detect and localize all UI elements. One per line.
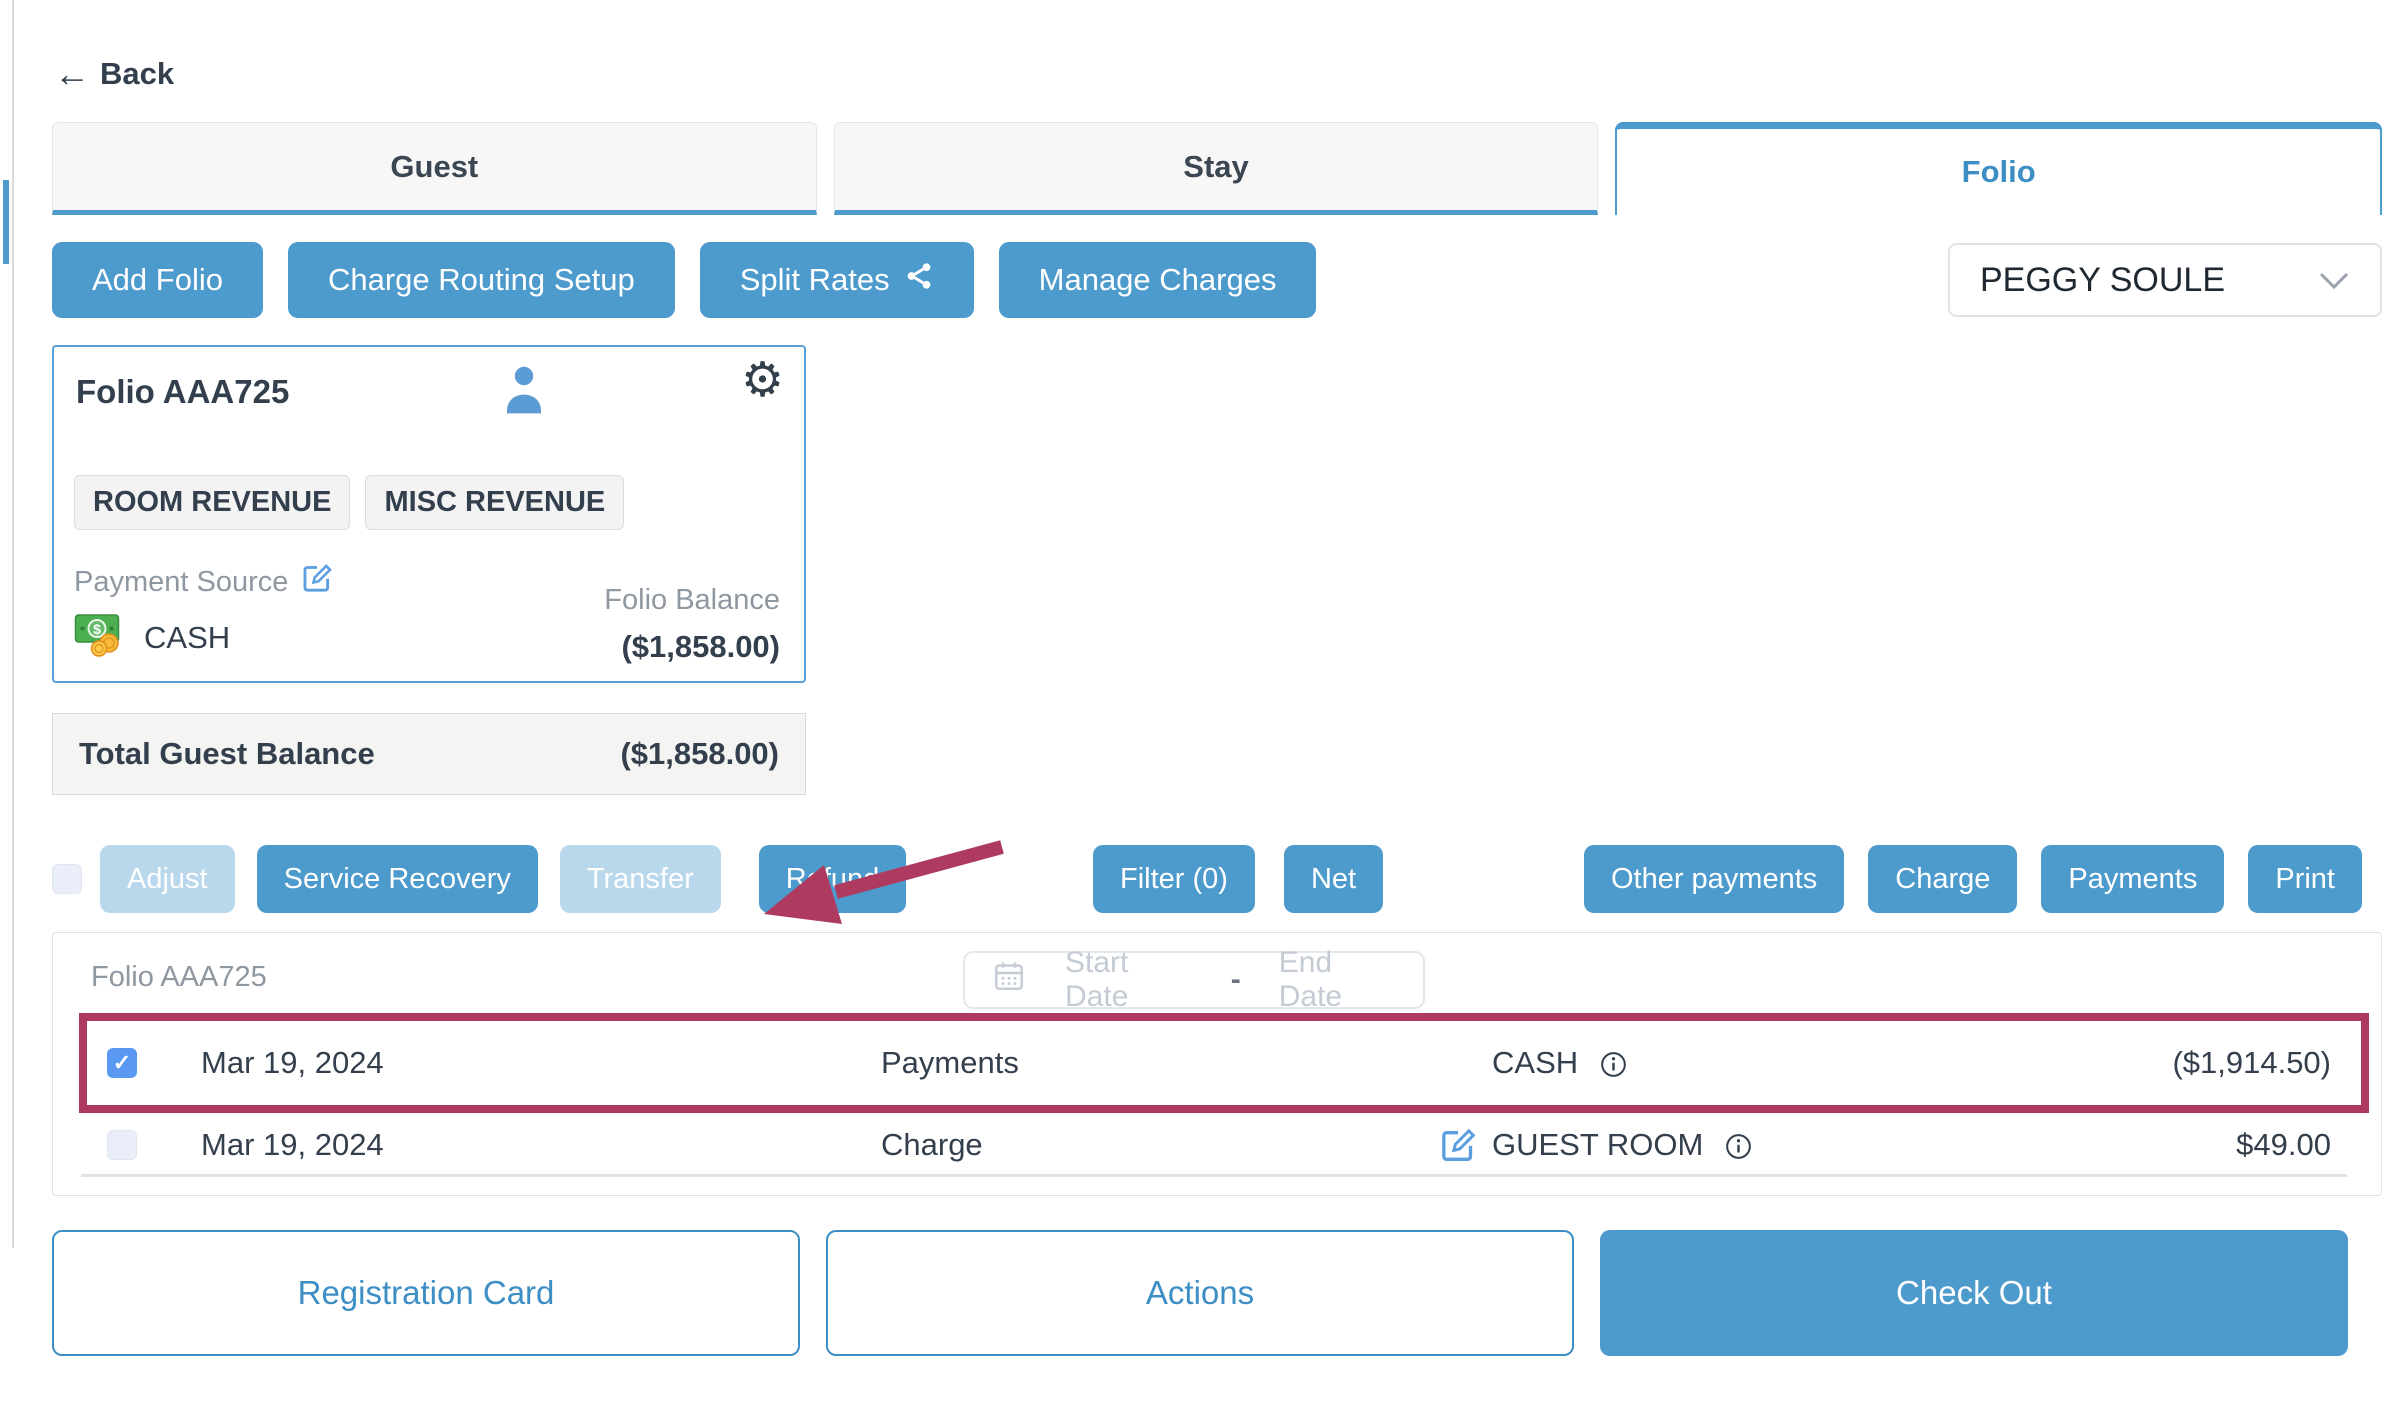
person-icon[interactable] (500, 363, 548, 420)
back-label: Back (100, 56, 175, 91)
row-amount: ($1,914.50) (2172, 1045, 2331, 1080)
table-row-charge[interactable]: Mar 19, 2024 Charge GUEST ROOM $49.00 (79, 1117, 2369, 1173)
row-description: CASH (1492, 1045, 1579, 1080)
edit-payment-source-icon[interactable] (300, 561, 334, 603)
sidebar-divider (12, 0, 14, 1248)
table-folio-title: Folio AAA725 (91, 961, 267, 993)
payment-source-label: Payment Source (74, 565, 289, 598)
gear-icon[interactable]: ⚙ (740, 354, 784, 407)
manage-charges-button[interactable]: Manage Charges (998, 242, 1317, 318)
add-folio-button[interactable]: Add Folio (52, 242, 263, 318)
start-date-placeholder[interactable]: Start Date (1065, 946, 1129, 1013)
folio-card: Folio AAA725 ⚙ ROOM REVENUE MISC REVENUE… (52, 345, 806, 683)
folio-toolbar: Add Folio Charge Routing Setup Split Rat… (52, 242, 2382, 318)
tab-stay[interactable]: Stay (833, 122, 1599, 215)
actions-button[interactable]: Actions (826, 1230, 1574, 1356)
row-type: Payments (881, 1045, 1019, 1080)
info-icon[interactable] (1600, 1050, 1627, 1077)
split-rates-button[interactable]: Split Rates (699, 242, 974, 318)
date-separator: - (1230, 963, 1241, 996)
back-button[interactable]: ← Back (54, 56, 174, 92)
charge-routing-setup-button[interactable]: Charge Routing Setup (287, 242, 675, 318)
footer-actions: Registration Card Actions Check Out (52, 1230, 2348, 1356)
guest-selector-value: PEGGY SOULE (1980, 260, 2226, 299)
row-type: Charge (881, 1127, 983, 1162)
folio-balance-value: ($1,858.00) (621, 629, 780, 664)
info-icon[interactable] (1725, 1132, 1752, 1159)
ops-right-group: Other payments Charge Payments Print (1583, 845, 2362, 913)
calendar-icon (991, 958, 1027, 1002)
edit-charge-icon[interactable] (1438, 1125, 1478, 1165)
row-date: Mar 19, 2024 (201, 1127, 384, 1162)
folio-transactions-table: Folio AAA725 Start Date - End Date ✓ Mar… (52, 932, 2382, 1196)
row-checkbox-unchecked[interactable] (107, 1130, 137, 1160)
transfer-button[interactable]: Transfer (559, 845, 721, 913)
payment-source-block: Payment Source $ CASH (74, 561, 334, 665)
folio-operations-row: Adjust Service Recovery Transfer Refund … (52, 845, 2382, 913)
tag-misc-revenue: MISC REVENUE (365, 475, 625, 530)
ops-left-group: Adjust Service Recovery Transfer Refund (100, 845, 907, 913)
tab-folio[interactable]: Folio (1615, 122, 2383, 215)
net-button[interactable]: Net (1283, 845, 1384, 913)
service-recovery-button[interactable]: Service Recovery (256, 845, 538, 913)
svg-text:$: $ (93, 621, 101, 637)
split-rates-label: Split Rates (739, 262, 890, 297)
table-row-payment-highlighted[interactable]: ✓ Mar 19, 2024 Payments CASH ($1,914.50) (79, 1013, 2369, 1113)
row-description: GUEST ROOM (1492, 1127, 1704, 1162)
folio-balance-label: Folio Balance (604, 584, 780, 616)
tab-guest[interactable]: Guest (52, 122, 817, 215)
registration-card-button[interactable]: Registration Card (52, 1230, 800, 1356)
select-all-checkbox[interactable] (52, 864, 82, 894)
tag-room-revenue: ROOM REVENUE (74, 475, 351, 530)
total-guest-balance-value: ($1,858.00) (620, 736, 779, 771)
folio-balance-block: Folio Balance ($1,858.00) (604, 584, 780, 665)
ops-middle-group: Filter (0) Net (1093, 845, 1384, 913)
date-range-picker[interactable]: Start Date - End Date (963, 946, 1425, 1013)
revenue-tags: ROOM REVENUE MISC REVENUE (74, 475, 625, 530)
refund-button[interactable]: Refund (758, 845, 907, 913)
filter-button[interactable]: Filter (0) (1093, 845, 1255, 913)
end-date-placeholder[interactable]: End Date (1278, 946, 1343, 1013)
folio-card-title: Folio AAA725 (76, 373, 290, 410)
other-payments-button[interactable]: Other payments (1583, 845, 1845, 913)
charge-button[interactable]: Charge (1868, 845, 2018, 913)
adjust-button[interactable]: Adjust (100, 845, 235, 913)
total-guest-balance: Total Guest Balance ($1,858.00) (52, 713, 806, 795)
check-out-button[interactable]: Check Out (1600, 1230, 2348, 1356)
share-icon (904, 261, 934, 299)
chevron-down-icon (2318, 261, 2350, 300)
row-date: Mar 19, 2024 (201, 1045, 384, 1080)
payments-button[interactable]: Payments (2041, 845, 2225, 913)
back-arrow-icon: ← (54, 53, 90, 94)
sidebar-scroll-indicator[interactable] (3, 180, 9, 264)
cash-money-icon: $ (74, 611, 128, 665)
row-checkbox-checked[interactable]: ✓ (107, 1048, 137, 1078)
folio-card-footer: Payment Source $ CASH Folio Balance ($1,… (74, 561, 780, 665)
row-divider (81, 1174, 2347, 1177)
tab-bar: Guest Stay Folio (52, 122, 2383, 215)
row-amount: $49.00 (2236, 1127, 2331, 1162)
guest-selector-dropdown[interactable]: PEGGY SOULE (1948, 243, 2382, 317)
payment-source-value: CASH (144, 620, 231, 655)
print-button[interactable]: Print (2248, 845, 2362, 913)
total-guest-balance-label: Total Guest Balance (79, 736, 375, 771)
